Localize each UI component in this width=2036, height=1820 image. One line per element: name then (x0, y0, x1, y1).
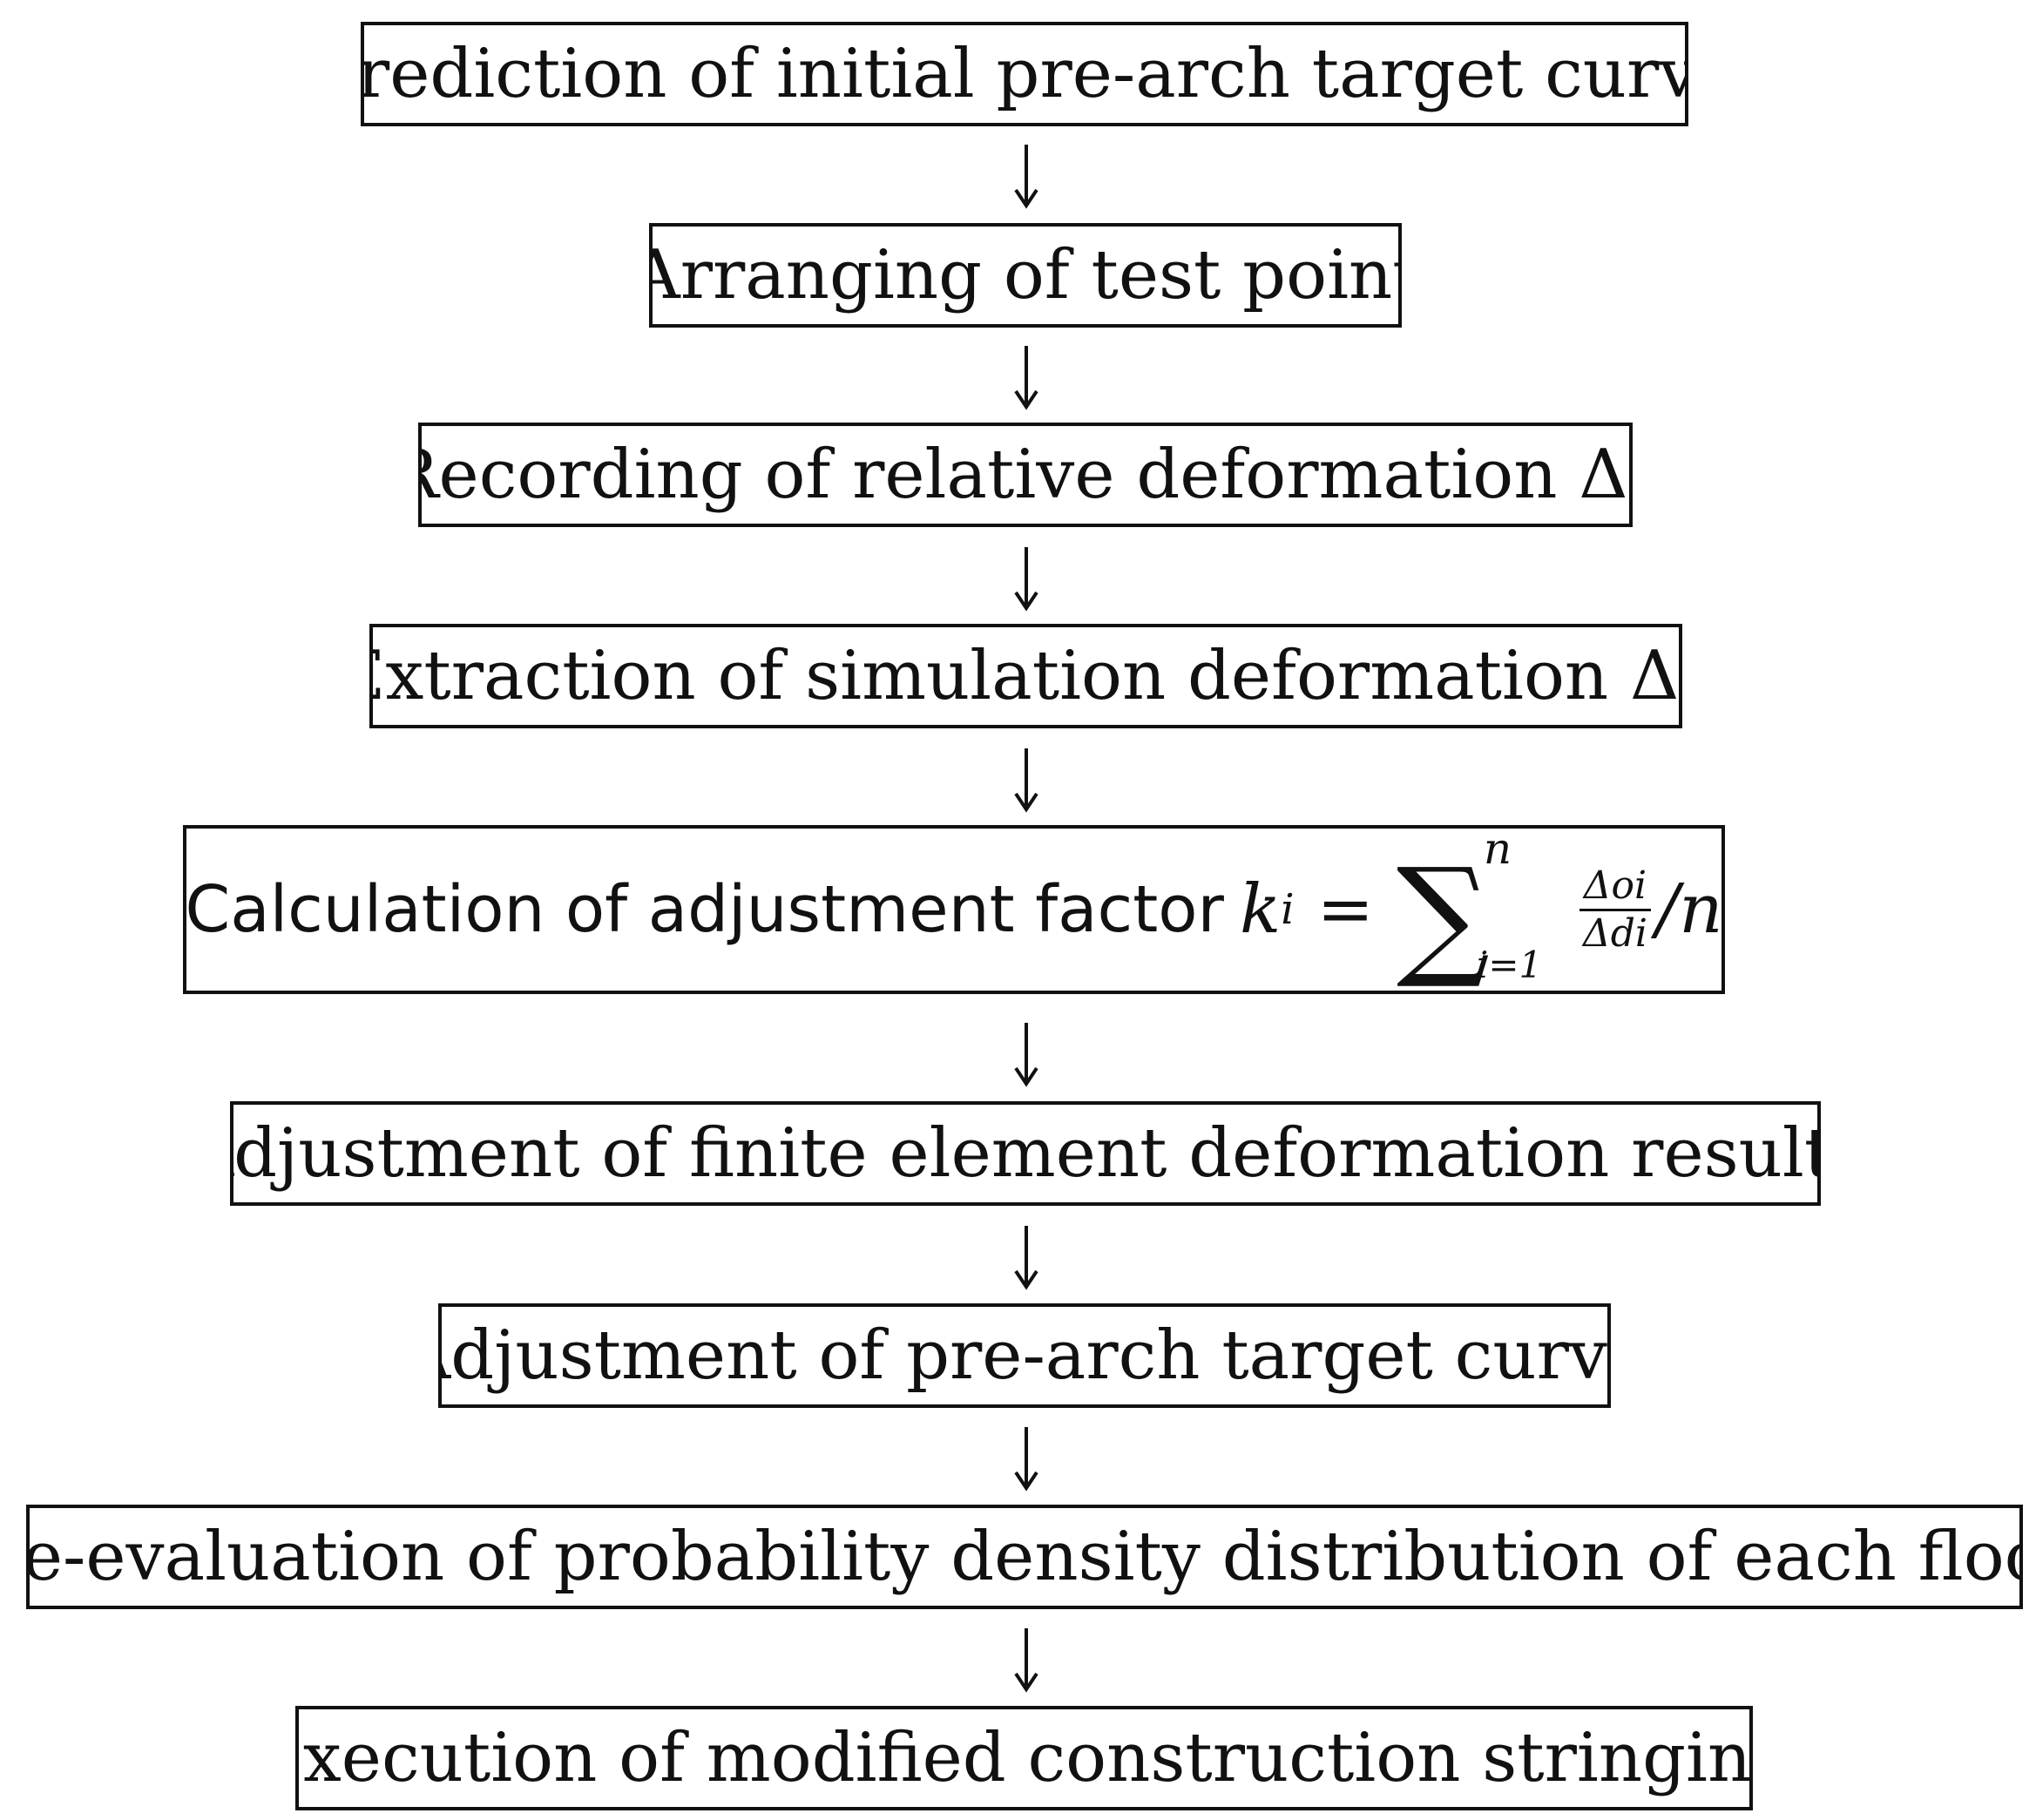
summation-sign: ∑ (1396, 841, 1491, 992)
fraction-bar (1579, 908, 1651, 911)
ratio-denominator: Δdi (1582, 910, 1647, 956)
formula-divide-n: /n (1655, 870, 1723, 949)
subscript: di (1679, 657, 1682, 695)
step-extract-simulation-deformation: Extraction of simulation deformation Δdi (369, 624, 1682, 728)
down-arrow-icon (1009, 1424, 1044, 1493)
step-label: Adjustment of pre-arch target curve (438, 1316, 1611, 1395)
step-adjust-target-curve: Adjustment of pre-arch target curve (438, 1303, 1611, 1408)
down-arrow-icon (1009, 544, 1044, 613)
down-arrow-icon (1009, 745, 1044, 815)
step-label: Arranging of test point (649, 236, 1402, 315)
summation: ∑ n i=1 (1396, 829, 1542, 992)
step-record-relative-deformation: Recording of relative deformation Δoi (418, 423, 1633, 527)
step-label: Prediction of initial pre-arch target cu… (361, 35, 1688, 113)
step-label: Adjustment of finite element deformation… (230, 1114, 1821, 1193)
formula-equals: = (1316, 870, 1374, 949)
step-adjust-fe-results: Adjustment of finite element deformation… (230, 1101, 1821, 1206)
step-execute-stringing: Execution of modified construction strin… (295, 1706, 1753, 1810)
subscript: oi (1628, 456, 1629, 494)
summation-upper-limit: n (1483, 825, 1512, 874)
step-predict-initial-curve: Prediction of initial pre-arch target cu… (361, 22, 1688, 126)
down-arrow-icon (1009, 1019, 1044, 1089)
down-arrow-icon (1009, 1625, 1044, 1695)
deformation-ratio: Δoi Δdi (1579, 863, 1651, 956)
step-label: Extraction of simulation deformation Δ (369, 637, 1680, 715)
step-label: Execution of modified construction strin… (295, 1719, 1753, 1797)
summation-lower-limit: i=1 (1476, 944, 1543, 986)
step-reevaluate-distribution: Re-evaluation of probability density dis… (26, 1505, 2023, 1609)
formula-k-subscript: i (1281, 885, 1295, 934)
down-arrow-icon (1009, 1222, 1044, 1292)
step-label: Re-evaluation of probability density dis… (26, 1518, 2023, 1596)
formula-k: k (1239, 870, 1282, 949)
down-arrow-icon (1009, 342, 1044, 412)
step-label: Recording of relative deformation Δ (418, 436, 1628, 514)
step-arrange-test-point: Arranging of test point (649, 223, 1402, 328)
ratio-numerator: Δoi (1583, 863, 1647, 908)
step-label: Calculation of adjustment factor (185, 872, 1224, 947)
down-arrow-icon (1009, 141, 1044, 211)
